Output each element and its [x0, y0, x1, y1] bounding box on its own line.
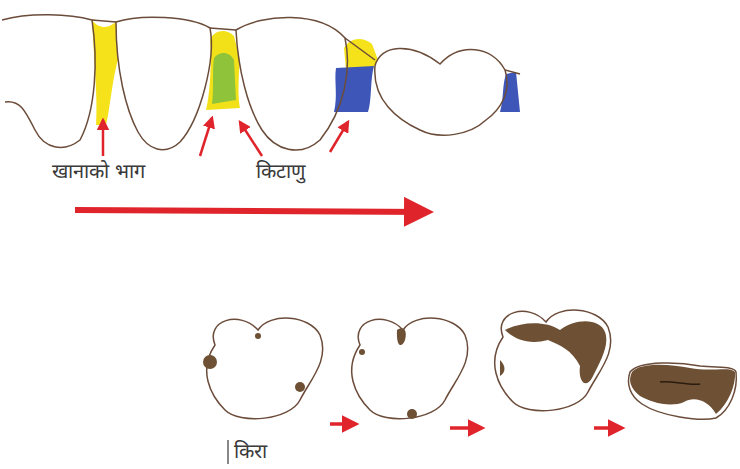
progress-arrow: [330, 424, 622, 428]
food-deposit: [92, 20, 118, 125]
caries-spot: [203, 321, 735, 419]
pen-stroke: [227, 440, 228, 464]
crack-line: [660, 382, 700, 385]
pointer-arrow: [103, 118, 348, 156]
germ-deposit: [212, 53, 236, 104]
tooth-section: [207, 310, 737, 419]
label-text: किटाणु: [256, 160, 305, 182]
tooth-outline: [2, 15, 520, 150]
label-text: खानाको भाग: [52, 160, 145, 182]
food-deposit: [344, 39, 378, 70]
progress-arrow: [75, 210, 428, 212]
label-text: किरा: [234, 440, 267, 462]
germ-deposit: [500, 72, 520, 112]
